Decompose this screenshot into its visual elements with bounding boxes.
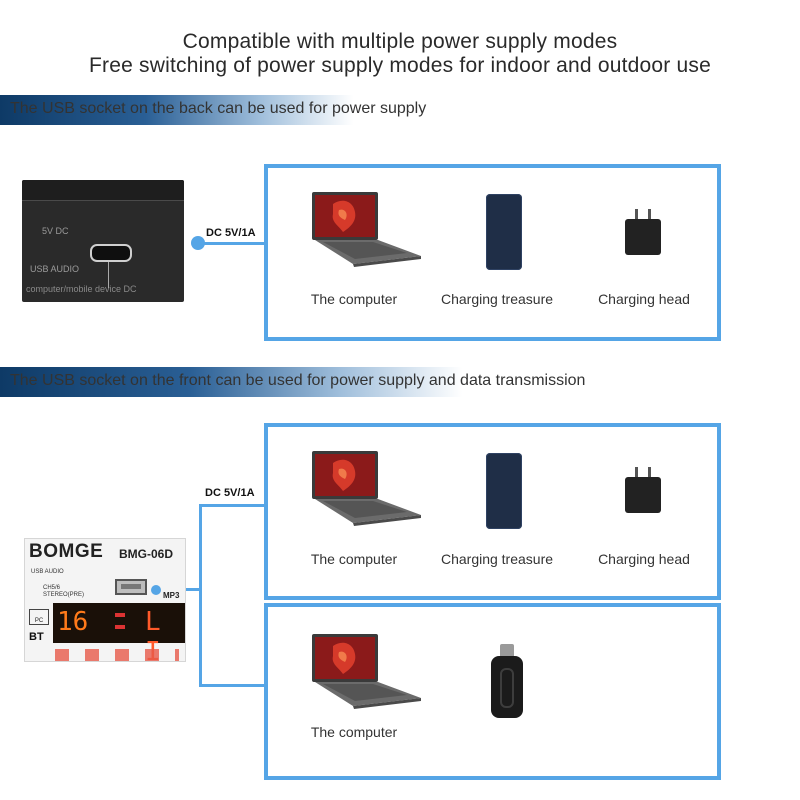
header-line-2: Free switching of power supply modes for… [89, 54, 711, 77]
front-panel-photo: BOMGE BMG-06D USB AUDIO CH5/6 STEREO(PRE… [24, 538, 186, 662]
power-bank-icon [486, 194, 522, 270]
back-panel-label-usb: USB AUDIO [30, 264, 80, 274]
front-banner-text: The USB socket on the front can be used … [10, 372, 586, 389]
back-section-banner: The USB socket on the back can be used f… [0, 95, 520, 125]
panel-usb-audio-label: USB AUDIO [31, 569, 64, 575]
panel-model: BMG-06D [119, 547, 174, 561]
micro-usb-port [90, 244, 132, 262]
panel-stereo-label: STEREO(PRE) [43, 592, 85, 598]
back-device-label-2: Charging treasure [440, 291, 554, 307]
back-panel-photo: 5V DC USB AUDIO computer/mobile device D… [22, 180, 184, 302]
panel-brand: BOMGE [29, 541, 104, 562]
charger-icon [625, 209, 661, 255]
panel-mp3-label: MP3 [163, 591, 180, 600]
usb-drive-icon [491, 644, 523, 718]
panel-bt-label: BT [29, 631, 44, 643]
header-line-1: Compatible with multiple power supply mo… [182, 30, 618, 53]
laptop-icon [312, 451, 421, 526]
panel-display-digits: 16 [57, 607, 89, 637]
front-wire-top [199, 504, 265, 507]
front-bottom-device-label-1: The computer [310, 724, 398, 740]
panel-pc-button: PC [29, 609, 49, 625]
back-connection-dot [191, 236, 205, 250]
front-top-device-label-1: The computer [310, 551, 398, 567]
front-section-banner: The USB socket on the front can be used … [0, 367, 680, 397]
back-panel-label-5v: 5V DC [42, 226, 69, 236]
back-connection-wire [197, 242, 265, 245]
usb-a-port [115, 579, 147, 595]
front-top-device-label-3: Charging head [598, 551, 690, 567]
charger-icon [625, 467, 661, 513]
laptop-icon [312, 192, 421, 267]
front-connection-dot [151, 585, 161, 595]
back-device-label-3: Charging head [598, 291, 690, 307]
back-dc-label: DC 5V/1A [206, 227, 256, 239]
back-device-label-1: The computer [310, 291, 398, 307]
panel-led-display: 16 L I [53, 603, 185, 661]
front-wire-vertical [199, 504, 202, 686]
panel-ch-label: CH5/6 [43, 585, 61, 591]
power-bank-icon [486, 453, 522, 529]
front-dc-label: DC 5V/1A [205, 487, 255, 499]
back-banner-text: The USB socket on the back can be used f… [10, 100, 427, 117]
laptop-icon [312, 634, 421, 709]
front-wire-bottom [199, 684, 265, 687]
front-top-device-label-2: Charging treasure [440, 551, 554, 567]
back-panel-label-device: computer/mobile device DC [26, 284, 137, 294]
